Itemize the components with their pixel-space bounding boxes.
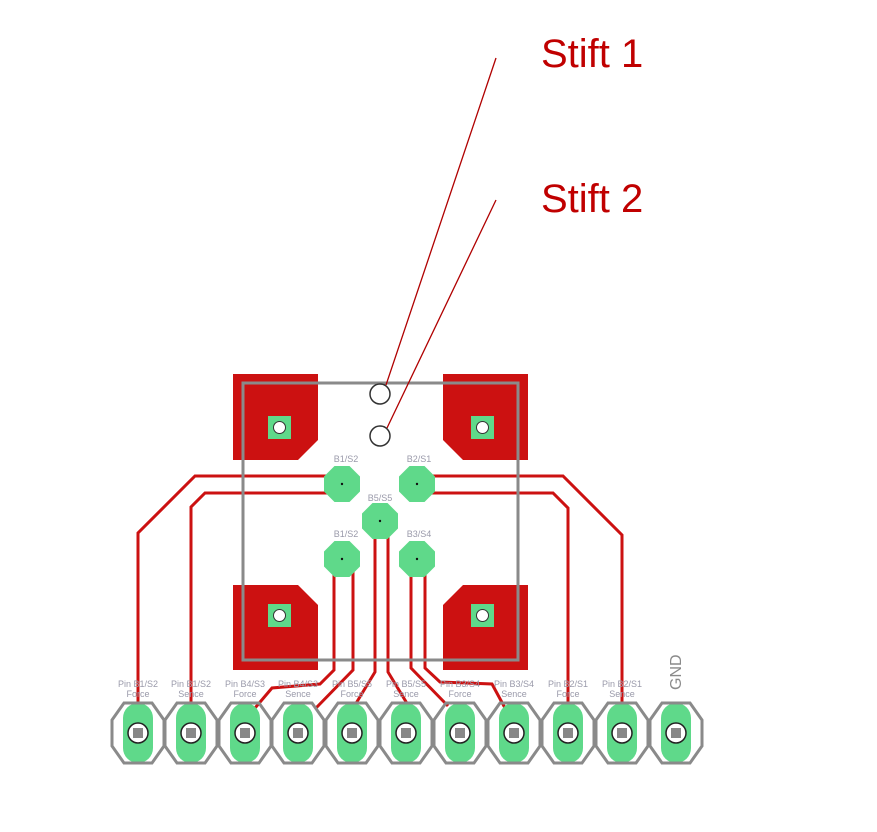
- trace-b1s2-sence: [189, 491, 342, 720]
- stift1-hole: [369, 383, 391, 405]
- trace-b3s4-force: [409, 559, 450, 708]
- header-pin-function: Force: [448, 689, 471, 699]
- corner-pad-top-right: [443, 374, 528, 460]
- header-pin-label: Pin B1/S2: [118, 679, 158, 689]
- smd-pad: [324, 466, 360, 502]
- trace-b4s3-force: [253, 559, 336, 709]
- header-pin-label: Pin B5/S5: [332, 679, 372, 689]
- header-pin-function: Force: [126, 689, 149, 699]
- trace-b1s2-force: [136, 474, 342, 720]
- header-pin-function: Force: [233, 689, 256, 699]
- header-pin: [378, 701, 434, 765]
- traces: [136, 474, 624, 720]
- header-pin-label: Pin B2/S1: [548, 679, 588, 689]
- smd-pad: [399, 466, 435, 502]
- header-pin-function: Force: [556, 689, 579, 699]
- header-pin: [270, 701, 326, 765]
- header-pin: [217, 701, 273, 765]
- trace-b5s5-sence: [386, 520, 410, 706]
- smd-pad: [362, 503, 398, 539]
- header-pin-function: Sence: [285, 689, 311, 699]
- trace-b4s3-sence: [314, 559, 355, 710]
- smd-pad: [324, 541, 360, 577]
- header-pin-label: Pin B3/S4: [494, 679, 534, 689]
- header-pin-function: Sence: [393, 689, 419, 699]
- pad-label: B1/S2: [334, 454, 359, 464]
- gnd-label: GND: [668, 654, 685, 690]
- stift2-leader: [386, 199, 497, 429]
- pad-label: B5/S5: [368, 493, 393, 503]
- pad-label: B3/S4: [407, 529, 432, 539]
- header-pin-gnd: [648, 701, 704, 765]
- header-pin-label: Pin B5/S5: [386, 679, 426, 689]
- smd-pad: [399, 541, 435, 577]
- header-pin: [540, 701, 596, 765]
- header-pin: [432, 701, 488, 765]
- stift2-label: Stift 2: [541, 177, 643, 221]
- trace-b3s4-sence: [423, 559, 507, 709]
- header-pin-function: Force: [340, 689, 363, 699]
- corner-pad-bottom-left: [233, 585, 318, 670]
- header-pin: [594, 701, 650, 765]
- header-pin-label: Pin B4/S3: [225, 679, 265, 689]
- header-pin-label: Pin B4/S3: [278, 679, 318, 689]
- header-pin-function: Sence: [501, 689, 527, 699]
- header-pin-label: Pin B3/S4: [440, 679, 480, 689]
- stift1-leader: [385, 57, 497, 386]
- trace-b2s1-force: [417, 491, 570, 720]
- header-pin: [486, 701, 542, 765]
- header-pin: [163, 701, 219, 765]
- header-pin: [324, 701, 380, 765]
- pad-label: B1/S2: [334, 529, 359, 539]
- component-outline: [241, 381, 520, 662]
- header-pin-label: Pin B2/S1: [602, 679, 642, 689]
- stift1-label: Stift 1: [541, 32, 643, 76]
- header-pin-label: Pin B1/S2: [171, 679, 211, 689]
- trace-b2s1-sence: [417, 474, 624, 720]
- header-pin: [110, 701, 166, 765]
- header-pin-function: Sence: [178, 689, 204, 699]
- pad-label: B2/S1: [407, 454, 432, 464]
- corner-pad-top-left: [233, 374, 318, 460]
- stift2-hole: [369, 425, 391, 447]
- corner-pad-bottom-right: [443, 585, 528, 670]
- header-pin-function: Sence: [609, 689, 635, 699]
- trace-b5s5-force: [353, 520, 377, 706]
